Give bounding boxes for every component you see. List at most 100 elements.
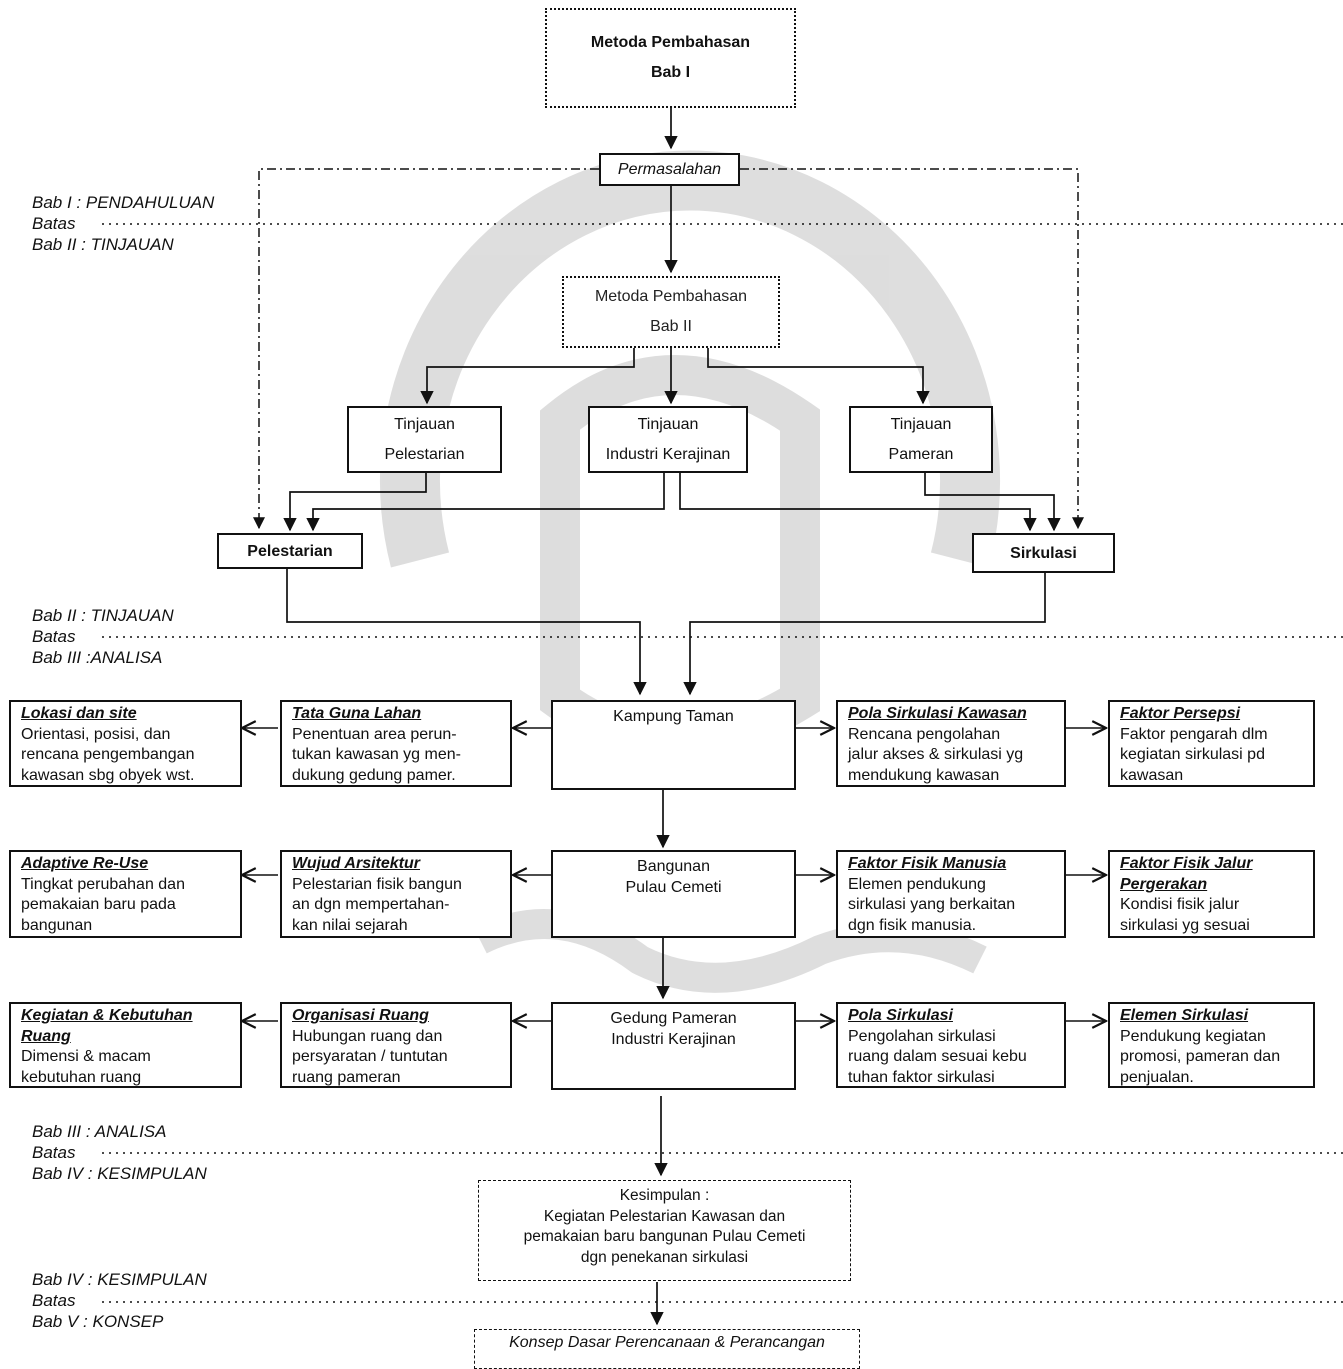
boundary-4-top: Bab IV : KESIMPULAN	[32, 1270, 207, 1289]
kegiatan-title2: Ruang	[21, 1027, 71, 1045]
wujud-box: Wujud Arsitektur Pelestarian fisik bangu…	[280, 850, 512, 938]
metoda-bab1-line1: Metoda Pembahasan	[590, 34, 751, 51]
kesimpulan-line4: dgn penekanan sirkulasi	[580, 1248, 749, 1266]
kampung-label: Kampung Taman	[613, 708, 734, 725]
sirkulasi-box: Sirkulasi	[972, 533, 1115, 573]
tinjauan-pameran-line2: Pameran	[888, 445, 954, 463]
tataguna-line1: Penentuan area perun-	[292, 725, 457, 743]
tataguna-line3: dukung gedung pamer.	[292, 766, 456, 784]
wujud-line3: kan nilai sejarah	[292, 916, 408, 934]
tataguna-title: Tata Guna Lahan	[292, 705, 422, 722]
gedung-line1: Gedung Pameran	[610, 1010, 737, 1027]
permasalahan-branches	[253, 168, 1084, 530]
adaptive-line1: Tingkat perubahan dan	[21, 875, 185, 893]
pola-sirkulasi-line3: tuhan faktor sirkulasi	[848, 1068, 995, 1086]
organisasi-line2: persyaratan / tuntutan	[292, 1048, 448, 1065]
pola-kawasan-line2: jalur akses & sirkulasi yg	[848, 746, 1024, 763]
kegiatan-box: Kegiatan & Kebutuhan Ruang Dimensi & mac…	[9, 1002, 242, 1088]
boundary-1-mid: Batas	[32, 214, 76, 233]
konsep-label: Konsep Dasar Perencanaan & Perancangan	[509, 1334, 825, 1351]
elemen-line1: Pendukung kegiatan	[1120, 1027, 1266, 1045]
lokasi-line2: rencana pengembangan	[21, 746, 195, 763]
bangunan-line1: Bangunan	[637, 858, 710, 875]
boundary-3-bottom: Bab IV : KESIMPULAN	[32, 1164, 207, 1183]
pola-sirkulasi-line1: Pengolahan sirkulasi	[848, 1027, 996, 1045]
persepsi-line1: Faktor pengarah dlm	[1120, 725, 1268, 743]
organisasi-line3: ruang pameran	[292, 1068, 401, 1086]
tinjauan-industri-line1: Tinjauan	[637, 415, 699, 433]
fisik-manusia-title: Faktor Fisik Manusia	[848, 855, 1007, 872]
tataguna-box: Tata Guna Lahan Penentuan area perun- tu…	[280, 700, 512, 787]
boundary-4-bottom: Bab V : KONSEP	[32, 1312, 164, 1331]
boundary-4-labels: Bab IV : KESIMPULAN Batas Bab V : KONSEP	[32, 1269, 207, 1332]
pelestarian-box: Pelestarian	[217, 533, 363, 569]
tinjauan-pelestarian-box: Tinjauan Pelestarian	[347, 406, 502, 473]
boundary-2-top: Bab II : TINJAUAN	[32, 606, 174, 625]
pola-sirkulasi-line2: ruang dalam sesuai kebu	[848, 1048, 1027, 1065]
fisik-jalur-title2: Pergerakan	[1120, 875, 1208, 893]
boundary-3-top: Bab III : ANALISA	[32, 1122, 167, 1141]
boundary-2-mid: Batas	[32, 627, 76, 646]
wujud-title: Wujud Arsitektur	[292, 855, 421, 872]
solid-connectors	[283, 108, 1061, 1326]
kegiatan-line1: Dimensi & macam	[21, 1048, 151, 1065]
tinjauan-industri-box: Tinjauan Industri Kerajinan	[588, 406, 748, 473]
boundary-1-bottom: Bab II : TINJAUAN	[32, 235, 174, 254]
metoda-bab1-line2: Bab I	[650, 64, 691, 81]
bangunan-box: Bangunan Pulau Cemeti	[551, 850, 796, 938]
boundary-4-mid: Batas	[32, 1291, 76, 1310]
boundary-1-labels: Bab I : PENDAHULUAN Batas Bab II : TINJA…	[32, 192, 214, 255]
organisasi-line1: Hubungan ruang dan	[292, 1027, 443, 1045]
lokasi-line3: kawasan sbg obyek wst.	[21, 766, 195, 784]
metoda-bab1-box: Metoda Pembahasan Bab I	[545, 8, 796, 108]
pelestarian-label: Pelestarian	[247, 542, 333, 560]
kesimpulan-line2: Kegiatan Pelestarian Kawasan dan	[543, 1207, 786, 1225]
sirkulasi-label: Sirkulasi	[1010, 544, 1077, 562]
tinjauan-pelestarian-line2: Pelestarian	[384, 445, 465, 463]
boundary-3-labels: Bab III : ANALISA Batas Bab IV : KESIMPU…	[32, 1121, 207, 1184]
adaptive-title: Adaptive Re-Use	[21, 855, 149, 872]
kesimpulan-line3: pemakaian baru bangunan Pulau Cemeti	[523, 1228, 806, 1245]
pola-kawasan-line3: mendukung kawasan	[848, 766, 1000, 784]
adaptive-line3: bangunan	[21, 916, 93, 934]
fisik-jalur-line1: Kondisi fisik jalur	[1120, 896, 1240, 913]
tinjauan-pameran-box: Tinjauan Pameran	[849, 406, 993, 473]
kesimpulan-box: Kesimpulan : Kegiatan Pelestarian Kawasa…	[478, 1180, 851, 1281]
wujud-line2: an dgn mempertahan-	[292, 896, 450, 913]
elemen-box: Elemen Sirkulasi Pendukung kegiatan prom…	[1108, 1002, 1315, 1088]
tinjauan-pameran-line1: Tinjauan	[890, 415, 952, 433]
permasalahan-label: Permasalahan	[617, 161, 722, 178]
persepsi-title: Faktor Persepsi	[1120, 705, 1241, 722]
lokasi-box: Lokasi dan site Orientasi, posisi, dan r…	[9, 700, 242, 787]
boundary-2-bottom: Bab III :ANALISA	[32, 648, 163, 667]
permasalahan-box: Permasalahan	[599, 153, 740, 186]
pola-sirkulasi-title: Pola Sirkulasi	[848, 1007, 953, 1024]
lokasi-title: Lokasi dan site	[21, 705, 137, 722]
metoda-bab2-line2: Bab II	[650, 318, 692, 335]
boundary-3-mid: Batas	[32, 1143, 76, 1162]
elemen-line2: promosi, pameran dan	[1120, 1048, 1281, 1065]
pola-kawasan-box: Pola Sirkulasi Kawasan Rencana pengolaha…	[836, 700, 1066, 787]
bangunan-line2: Pulau Cemeti	[625, 879, 722, 896]
metoda-bab2-box: Metoda Pembahasan Bab II	[562, 276, 780, 348]
pola-kawasan-line1: Rencana pengolahan	[848, 725, 1001, 743]
wujud-line1: Pelestarian fisik bangun	[292, 875, 462, 893]
kegiatan-title1: Kegiatan & Kebutuhan	[21, 1007, 193, 1024]
fisik-jalur-title1: Faktor Fisik Jalur	[1120, 855, 1253, 872]
organisasi-title: Organisasi Ruang	[292, 1007, 429, 1024]
metoda-bab2-line1: Metoda Pembahasan	[594, 288, 748, 305]
fisik-jalur-box: Faktor Fisik Jalur Pergerakan Kondisi fi…	[1108, 850, 1315, 938]
elemen-title: Elemen Sirkulasi	[1120, 1007, 1249, 1024]
persepsi-line2: kegiatan sirkulasi pd	[1120, 746, 1265, 763]
tinjauan-pelestarian-line1: Tinjauan	[394, 415, 455, 433]
gedung-line2: Industri Kerajinan	[611, 1031, 736, 1048]
adaptive-box: Adaptive Re-Use Tingkat perubahan dan pe…	[9, 850, 242, 938]
boundary-2-labels: Bab II : TINJAUAN Batas Bab III :ANALISA	[32, 605, 174, 668]
fisik-manusia-box: Faktor Fisik Manusia Elemen pendukung si…	[836, 850, 1066, 938]
adaptive-line2: pemakaian baru pada	[21, 896, 176, 913]
tinjauan-industri-line2: Industri Kerajinan	[605, 445, 731, 463]
pola-kawasan-title: Pola Sirkulasi Kawasan	[848, 705, 1027, 722]
boundary-1-top: Bab I : PENDAHULUAN	[32, 193, 215, 212]
persepsi-line3: kawasan	[1120, 766, 1184, 784]
fisik-manusia-line1: Elemen pendukung	[848, 875, 986, 893]
